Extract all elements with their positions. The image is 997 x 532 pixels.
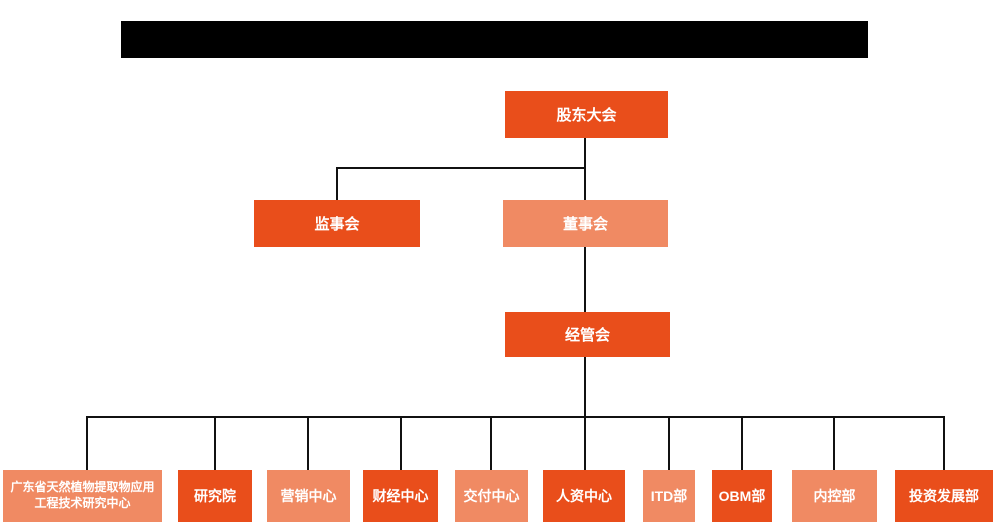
connector-line <box>86 416 88 470</box>
connector-line <box>943 416 945 470</box>
org-node-label: 内控部 <box>813 488 856 504</box>
connector-line <box>584 357 586 417</box>
connector-line <box>336 167 338 200</box>
org-node-management-committee: 经管会 <box>505 312 670 357</box>
org-node-shareholders-meeting: 股东大会 <box>505 91 668 138</box>
org-node-label: 股东大会 <box>556 107 617 124</box>
connector-line <box>400 416 402 470</box>
org-node-label: 董事会 <box>562 216 608 233</box>
connector-line <box>584 138 586 200</box>
org-node-internal-control-dept: 内控部 <box>792 470 877 522</box>
org-node-board-of-directors: 董事会 <box>503 200 668 247</box>
org-node-label: 经管会 <box>564 327 610 344</box>
org-node-research-center: 广东省天然植物提取物应用工程技术研究中心 <box>3 470 162 522</box>
connector-line <box>490 416 492 470</box>
connector-line <box>86 416 945 418</box>
connector-line <box>584 416 586 470</box>
org-node-label: OBM部 <box>718 488 766 504</box>
connector-line <box>336 167 586 169</box>
org-node-research-institute: 研究院 <box>178 470 252 522</box>
org-node-supervisory-board: 监事会 <box>254 200 420 247</box>
org-node-obm-dept: OBM部 <box>712 470 772 522</box>
org-node-hr-center: 人资中心 <box>543 470 625 522</box>
connector-line <box>307 416 309 470</box>
org-node-label: 广东省天然植物提取物应用工程技术研究中心 <box>10 480 155 510</box>
org-node-label: 人资中心 <box>556 488 612 504</box>
org-node-label: 研究院 <box>194 488 236 504</box>
connector-line <box>584 247 586 312</box>
org-node-label: 财经中心 <box>372 488 429 504</box>
org-node-finance-center: 财经中心 <box>363 470 438 522</box>
redacted-title-bar <box>121 21 868 58</box>
org-node-investment-development-dept: 投资发展部 <box>895 470 993 522</box>
org-node-label: ITD部 <box>650 488 688 504</box>
org-node-itd-dept: ITD部 <box>643 470 695 522</box>
org-node-label: 营销中心 <box>280 488 337 504</box>
org-node-label: 监事会 <box>314 216 360 233</box>
connector-line <box>668 416 670 470</box>
org-node-label: 投资发展部 <box>909 488 979 504</box>
connector-line <box>741 416 743 470</box>
org-node-delivery-center: 交付中心 <box>455 470 528 522</box>
org-node-marketing-center: 营销中心 <box>267 470 350 522</box>
org-node-label: 交付中心 <box>463 488 520 504</box>
connector-line <box>833 416 835 470</box>
connector-line <box>214 416 216 470</box>
